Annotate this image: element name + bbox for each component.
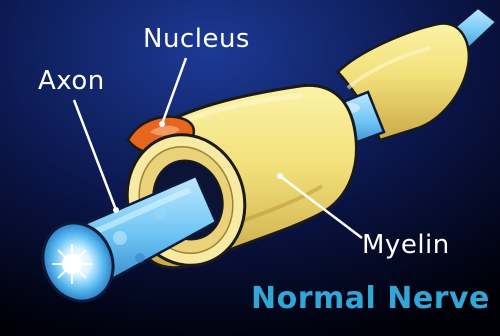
diagram-title: Normal Nerve [251,284,490,314]
leader-dot-nucleus [159,121,165,127]
label-nucleus: Nucleus [143,26,250,52]
label-myelin: Myelin [362,232,450,258]
leader-dot-axon [113,207,119,213]
label-axon: Axon [38,68,105,94]
leader-dot-myelin [277,173,283,179]
